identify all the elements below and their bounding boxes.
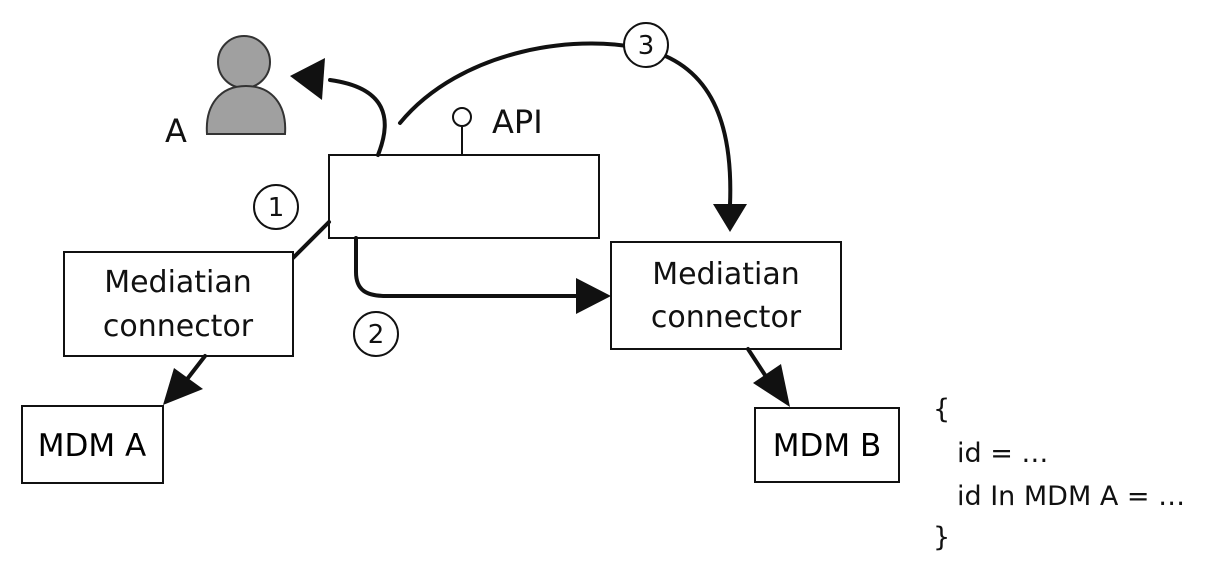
arrow-to-user [328, 78, 387, 157]
user-a-label: A [165, 112, 187, 150]
left-mediation-connector-box[interactable] [63, 251, 294, 357]
step-1-badge: 1 [253, 184, 299, 230]
record-close-brace: } [933, 522, 950, 553]
svg-text:1: 1 [268, 193, 285, 223]
link-step-1 [291, 220, 331, 260]
right-mediation-connector-box[interactable] [610, 241, 842, 350]
left-connector-line2: connector [103, 309, 254, 344]
arrow-step-3-head [713, 204, 747, 232]
svg-text:2: 2 [368, 320, 385, 350]
step-2-badge: 2 [353, 311, 399, 357]
step-3-badge: 3 [623, 22, 669, 68]
mdm-b-label: MDM B [773, 428, 882, 464]
api-lollipop-icon [452, 107, 472, 155]
arrow-to-mdm-b-head [753, 364, 790, 407]
record-open-brace: { [933, 394, 950, 425]
central-component-box[interactable] [328, 154, 600, 239]
left-connector-line1: Mediatian [104, 265, 252, 300]
arrow-to-user-head [290, 58, 325, 100]
arrow-to-mdm-a [186, 354, 207, 380]
right-connector-line2: connector [651, 300, 802, 335]
mdm-a-label: MDM A [38, 428, 146, 464]
mdm-b-box[interactable] [754, 407, 900, 483]
user-icon [205, 35, 287, 135]
mdm-a-box[interactable] [21, 405, 164, 484]
arrow-step-2-head [576, 278, 611, 314]
api-label: API [492, 103, 543, 141]
record-line-1: id = … [957, 438, 1048, 469]
arrow-to-mdm-b [746, 347, 767, 377]
svg-text:3: 3 [638, 31, 655, 61]
arrow-to-mdm-a-head [163, 368, 203, 405]
mdm-b-record: { id = … id In MDM A = … } [933, 394, 1185, 553]
record-line-2: id In MDM A = … [957, 481, 1185, 512]
right-connector-line1: Mediatian [652, 257, 800, 292]
arrow-step-2 [354, 236, 582, 298]
